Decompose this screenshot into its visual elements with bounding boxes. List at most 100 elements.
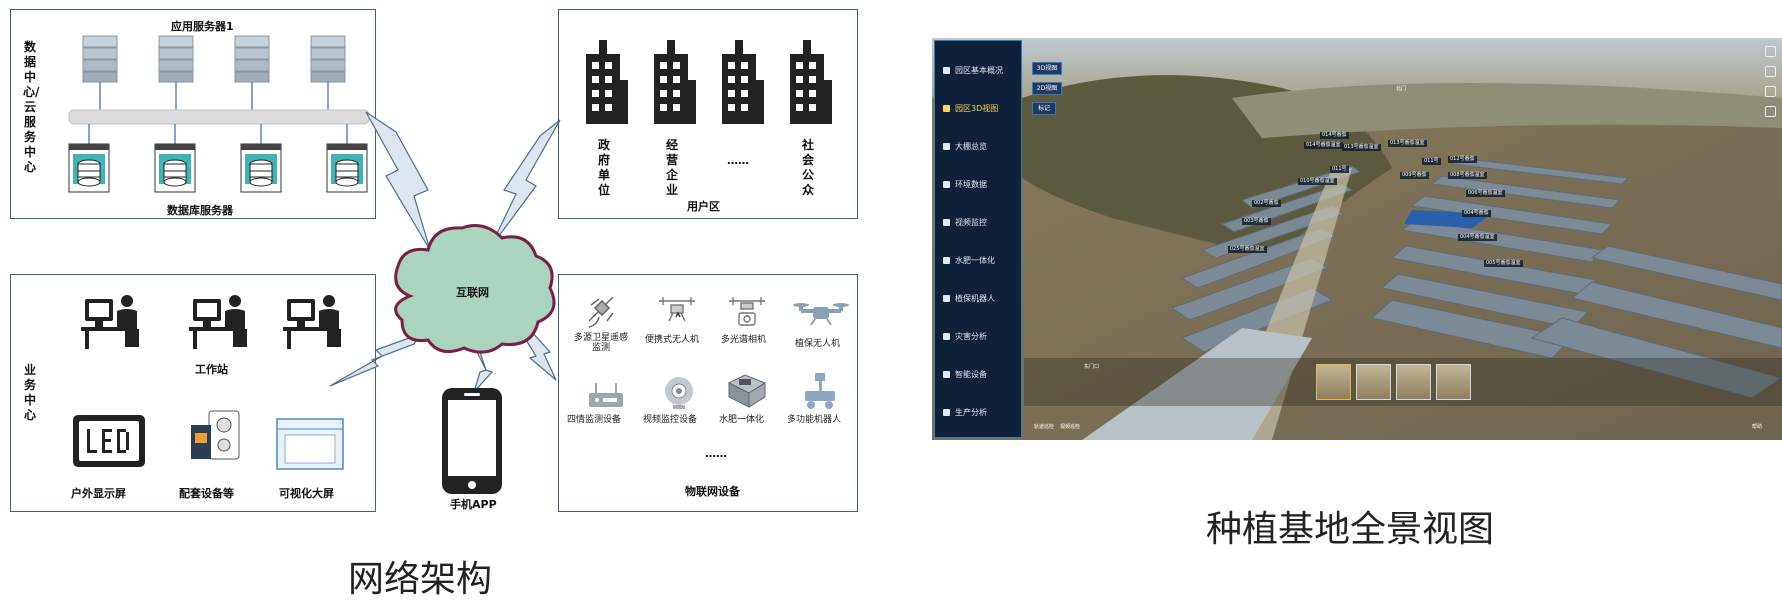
user-item: 社会公众 — [801, 138, 814, 197]
database-server-icon — [154, 143, 196, 193]
panorama-thumbnail[interactable] — [1316, 364, 1351, 400]
panorama-thumbnail[interactable] — [1436, 364, 1471, 400]
app-server-label: 应用服务器1 — [171, 20, 234, 33]
business-device-label: 可视化大屏 — [279, 487, 334, 500]
datacenter-side-label: 数据中心/云服务中心 — [23, 40, 40, 174]
camera-icon[interactable] — [1765, 106, 1776, 117]
multispectral-camera-icon — [729, 297, 765, 326]
north-gate-tag: 北门 — [1396, 86, 1407, 92]
panorama-thumbnail[interactable] — [1356, 364, 1391, 400]
workstation-label: 工作站 — [195, 363, 228, 376]
business-device-label: 户外显示屏 — [71, 487, 126, 500]
sidebar-item-label: 水肥一体化 — [955, 255, 995, 265]
satellite-icon — [588, 296, 614, 328]
device-icon — [943, 370, 950, 378]
sidebar-item-overview[interactable]: 园区基本概况 — [943, 61, 1019, 79]
sidebar-item-video[interactable]: 视频监控 — [943, 213, 1019, 231]
bottom-icon-label[interactable]: 轨道巡检 — [1034, 424, 1055, 430]
greenhouse-tag[interactable]: 013号番茄温室 — [1388, 140, 1427, 147]
mobile-app-label: 手机APP — [450, 498, 497, 511]
building-icon — [790, 40, 832, 124]
sidebar-item-3d-view[interactable]: 园区3D视图 — [943, 99, 1019, 117]
marker-button[interactable]: 标记 — [1032, 102, 1056, 115]
layers-icon[interactable] — [1765, 86, 1776, 97]
greenhouse-tag[interactable]: 014号番茄 — [1320, 132, 1349, 139]
greenhouse-tag[interactable]: 010号番茄温室 — [1298, 178, 1337, 185]
sidebar-item-environment[interactable]: 环境数据 — [943, 175, 1019, 193]
iot-device-label: 多功能机器人 — [787, 415, 842, 425]
mobile-phone-icon — [442, 388, 502, 494]
share-icon[interactable] — [1765, 66, 1776, 77]
greenhouse-tag[interactable]: 013号番茄温室 — [1342, 144, 1381, 151]
greenhouse-tag[interactable]: 008号番茄温室 — [1448, 172, 1487, 179]
sidebar-item-label: 植保机器人 — [955, 293, 995, 303]
connection-graphics — [329, 111, 561, 494]
iot-device-label: 水肥一体化 — [719, 415, 765, 425]
datacenter-panel: 数据中心/云服务中心 应用服务器1 数据库服务器 — [10, 9, 376, 219]
greenhouse-tag[interactable]: 014号番茄温室 — [1304, 142, 1343, 149]
sidebar-item-label: 园区基本概况 — [955, 65, 1003, 75]
monitoring-device-icon — [589, 383, 623, 407]
sidebar: 园区基本概况 园区3D视图 大棚总览 环境数据 视频监控 水肥一体化 植保机器人… — [934, 40, 1022, 438]
help-label[interactable]: 帮助 — [1752, 424, 1763, 430]
user-item: …… — [727, 154, 749, 167]
greenhouse-tag[interactable]: 004号番茄 — [1462, 210, 1491, 217]
iot-panel: 多源卫星遥感监测 便携式无人机 多光谱相机 植保无人机 四情监测设备 视频监控设… — [558, 274, 858, 512]
big-screen-icon — [276, 418, 344, 470]
view-3d-button[interactable]: 3D视图 — [1032, 62, 1062, 75]
chart-icon — [943, 180, 950, 188]
sidebar-item-label: 大棚总览 — [955, 141, 987, 151]
panorama-thumbnail[interactable] — [1396, 364, 1431, 400]
workstation-icon — [81, 295, 139, 349]
internet-cloud-icon — [394, 224, 556, 354]
iot-device-label: 多光谱相机 — [721, 335, 767, 345]
greenhouse-tag[interactable]: 002号番茄 — [1252, 200, 1281, 207]
database-server-icon — [326, 143, 368, 193]
building-icon — [586, 40, 628, 124]
iot-device-label: 便携式无人机 — [645, 335, 700, 345]
greenhouse-icon — [943, 142, 950, 150]
building-icon — [654, 40, 696, 124]
sidebar-item-label: 智能设备 — [955, 369, 987, 379]
iot-graphics — [588, 296, 849, 409]
sidebar-item-devices[interactable]: 智能设备 — [943, 365, 1019, 383]
greenhouse-tag[interactable]: 004号番茄温室 — [1458, 234, 1497, 241]
iot-device-label: 四情监测设备 — [567, 415, 622, 425]
business-side-label: 业务中心 — [23, 363, 36, 422]
screenshot-caption: 种植基地全景视图 — [1206, 509, 1495, 550]
monitor-icon — [943, 256, 950, 264]
cube-icon — [943, 104, 950, 112]
app-server-icon — [234, 35, 270, 83]
video-icon — [943, 218, 950, 226]
user-item: 政府单位 — [597, 138, 610, 197]
camera-icon — [665, 377, 693, 409]
sidebar-item-label: 视频监控 — [955, 217, 987, 227]
greenhouse-tag[interactable]: 011号 — [1330, 166, 1349, 173]
document-icon — [943, 408, 950, 416]
sidebar-item-fertigation[interactable]: 水肥一体化 — [943, 251, 1019, 269]
fullscreen-icon[interactable] — [1765, 46, 1776, 57]
db-server-label: 数据库服务器 — [167, 204, 233, 217]
view-2d-button[interactable]: 2D视图 — [1032, 82, 1062, 95]
iot-device-label: 视频监控设备 — [643, 415, 698, 425]
iot-device-label: 植保无人机 — [795, 339, 841, 349]
building-icon — [722, 40, 764, 124]
iot-label: 物联网设备 — [685, 485, 740, 498]
sidebar-item-production[interactable]: 生产分析 — [943, 403, 1019, 421]
sidebar-item-label: 园区3D视图 — [955, 103, 999, 113]
alert-icon — [943, 332, 950, 340]
diagram-caption: 网络架构 — [348, 559, 493, 600]
sidebar-item-disaster[interactable]: 灾害分析 — [943, 327, 1019, 345]
greenhouse-tag[interactable]: 006号番茄温室 — [1466, 190, 1505, 197]
greenhouse-tag[interactable]: 011号 — [1422, 158, 1441, 165]
greenhouse-tag[interactable]: 012号番茄 — [1448, 156, 1477, 163]
app-server-icon — [158, 35, 194, 83]
sidebar-item-robot[interactable]: 植保机器人 — [943, 289, 1019, 307]
greenhouse-tag[interactable]: 003号番茄 — [1242, 218, 1271, 225]
greenhouse-tag[interactable]: 025号番茄温室 — [1228, 246, 1267, 253]
greenhouse-tag[interactable]: 005号番茄温室 — [1484, 260, 1523, 267]
greenhouse-tag[interactable]: 009号番茄 — [1400, 172, 1429, 179]
bottom-icon-label[interactable]: 视频巡检 — [1060, 424, 1081, 430]
home-icon — [943, 66, 950, 74]
sidebar-item-greenhouses[interactable]: 大棚总览 — [943, 137, 1019, 155]
